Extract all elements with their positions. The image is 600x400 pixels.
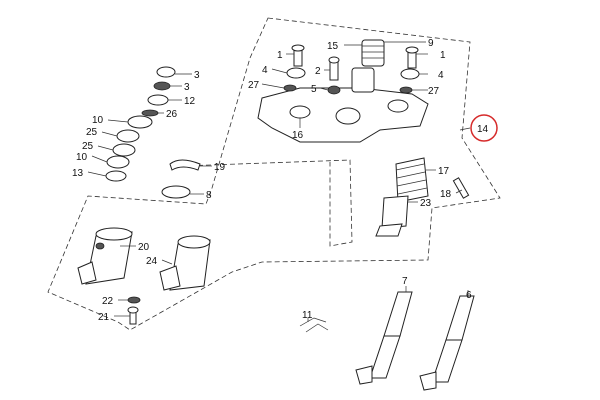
callout-4-left: 4 bbox=[262, 65, 268, 76]
callout-27-left: 27 bbox=[248, 80, 260, 91]
callout-5: 5 bbox=[311, 84, 317, 95]
clip-11 bbox=[299, 317, 329, 333]
callout-10-bottom: 10 bbox=[76, 152, 88, 163]
callout-27-right: 27 bbox=[428, 86, 440, 97]
shock-absorber-7 bbox=[355, 291, 413, 385]
spring bbox=[395, 157, 429, 203]
fork-tube-right bbox=[159, 235, 211, 291]
clip bbox=[169, 159, 201, 171]
callout-19: 19 bbox=[214, 162, 226, 173]
callout-1-left: 1 bbox=[277, 50, 283, 61]
callout-7: 7 bbox=[402, 276, 408, 287]
callout-10-top: 10 bbox=[92, 115, 104, 126]
callout-labels: 1 4 27 2 5 15 9 1 4 27 16 3 3 12 26 10 2… bbox=[72, 38, 472, 323]
callout-20: 20 bbox=[138, 242, 150, 253]
bolt-center bbox=[327, 56, 341, 95]
assembly-boundary bbox=[47, 17, 501, 331]
callout-11: 11 bbox=[302, 310, 313, 321]
bottom-bolt bbox=[127, 296, 141, 325]
upper-bracket bbox=[257, 87, 429, 143]
callout-2: 2 bbox=[315, 66, 321, 77]
ring bbox=[161, 185, 191, 199]
shock-absorber-6 bbox=[419, 295, 475, 391]
fork-tube-left bbox=[77, 227, 133, 285]
callout-23: 23 bbox=[420, 198, 432, 209]
callout-3-second: 3 bbox=[184, 82, 190, 93]
callout-3-top: 3 bbox=[194, 70, 200, 81]
callout-24: 24 bbox=[146, 256, 158, 267]
bearing-stack bbox=[105, 66, 176, 182]
callout-12: 12 bbox=[184, 96, 196, 107]
callout-13: 13 bbox=[72, 168, 84, 179]
callout-18: 18 bbox=[440, 189, 452, 200]
callout-8: 8 bbox=[206, 190, 212, 201]
callout-25-top: 25 bbox=[86, 127, 98, 138]
callout-21: 21 bbox=[98, 312, 110, 323]
bolt-left bbox=[283, 44, 306, 92]
callout-16: 16 bbox=[292, 130, 304, 141]
callout-22: 22 bbox=[102, 296, 114, 307]
leader-lines bbox=[87, 41, 471, 322]
bolt-right bbox=[399, 46, 420, 94]
callout-4-right: 4 bbox=[438, 70, 444, 81]
callout-14: 14 bbox=[477, 124, 489, 135]
pin bbox=[452, 177, 470, 199]
steering-stem bbox=[351, 39, 385, 93]
bushing bbox=[375, 195, 409, 237]
callout-9: 9 bbox=[428, 38, 434, 49]
highlight-circle bbox=[470, 114, 498, 142]
callout-15: 15 bbox=[327, 41, 339, 52]
callout-25-bottom: 25 bbox=[82, 141, 94, 152]
highlighted-callout-14: 14 bbox=[470, 114, 498, 142]
callout-26: 26 bbox=[166, 109, 178, 120]
callout-1-right: 1 bbox=[440, 50, 446, 61]
callout-6: 6 bbox=[466, 290, 472, 301]
callout-17: 17 bbox=[438, 166, 450, 177]
inner-boundary bbox=[181, 159, 353, 247]
